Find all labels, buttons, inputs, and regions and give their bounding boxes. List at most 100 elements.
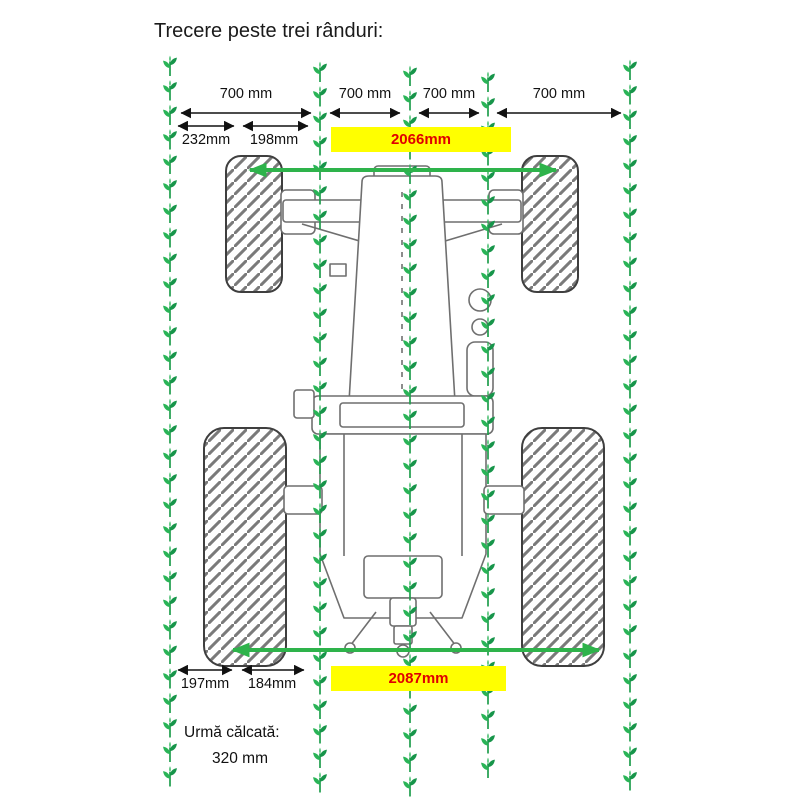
crop-plant-icon: [622, 181, 638, 204]
dimension-arrows: [177, 107, 622, 676]
rear-wheel-right: [521, 427, 605, 667]
crop-plant-icon: [622, 205, 638, 228]
front-offset-right-label: 198mm: [249, 132, 299, 148]
crop-plant-icon: [312, 60, 328, 83]
front-track-width-badge: 2066mm: [331, 127, 511, 152]
crop-plant-icon: [402, 775, 418, 798]
tractor-top-view: [203, 155, 605, 667]
crop-plant-icon: [162, 520, 178, 543]
crop-plant-icon: [622, 622, 638, 645]
crop-plant-icon: [402, 750, 418, 773]
crop-plant-icon: [162, 177, 178, 200]
crop-plant-icon: [312, 722, 328, 745]
rear-offset-left-label: 197mm: [180, 676, 230, 692]
crop-plant-icon: [622, 573, 638, 596]
rear-axle-right: [483, 485, 525, 515]
crop-plant-icon: [312, 624, 328, 647]
crop-plant-icon: [312, 771, 328, 794]
crop-plant-icon: [162, 495, 178, 518]
crop-plant-icon: [480, 707, 496, 730]
row-gap-label-3: 700 mm: [422, 86, 476, 102]
crop-plant-icon: [162, 275, 178, 298]
crop-plant-icon: [162, 373, 178, 396]
crop-plant-icon: [480, 609, 496, 632]
crop-plant-icon: [312, 281, 328, 304]
crop-plant-icon: [622, 426, 638, 449]
crop-plant-icon: [622, 548, 638, 571]
crop-plant-icon: [622, 156, 638, 179]
rear-offset-right-label: 184mm: [247, 676, 297, 692]
crop-plant-icon: [162, 250, 178, 273]
crop-plant-icon: [622, 230, 638, 253]
crop-plant-icon: [162, 691, 178, 714]
crop-plant-icon: [622, 499, 638, 522]
crop-plant-icon: [622, 83, 638, 106]
crop-plant-icon: [162, 324, 178, 347]
front-wheel-left: [225, 155, 283, 293]
crop-plant-icon: [162, 446, 178, 469]
row-gap-label-2: 700 mm: [338, 86, 392, 102]
crop-plant-icon: [480, 634, 496, 657]
crop-plant-icon: [622, 132, 638, 155]
crop-plant-icon: [312, 575, 328, 598]
crop-plant-icon: [622, 328, 638, 351]
crop-plant-icon: [622, 401, 638, 424]
crop-plant-icon: [312, 256, 328, 279]
crop-plant-icon: [312, 232, 328, 255]
crop-plant-icon: [162, 299, 178, 322]
crop-plant-icon: [312, 109, 328, 132]
rear-wheel-left: [203, 427, 287, 667]
crop-plant-icon: [622, 377, 638, 400]
crop-plant-icon: [622, 720, 638, 743]
crop-plant-icon: [312, 330, 328, 353]
crop-plant-icon: [162, 642, 178, 665]
crop-plant-icon: [622, 695, 638, 718]
crop-plant-icon: [402, 726, 418, 749]
crop-plant-icon: [622, 254, 638, 277]
crop-plant-icon: [162, 740, 178, 763]
crop-plant-icon: [312, 648, 328, 671]
step-box: [293, 389, 315, 419]
crop-plant-icon: [162, 569, 178, 592]
crop-plant-icon: [312, 697, 328, 720]
rear-axle-left: [283, 485, 323, 515]
crop-plant-icon: [312, 746, 328, 769]
crop-plant-icon: [312, 599, 328, 622]
crop-plant-icon: [480, 560, 496, 583]
crop-plant-icon: [162, 544, 178, 567]
rear-track-width-badge: 2087mm: [331, 666, 506, 691]
crop-plant-icon: [622, 646, 638, 669]
front-wheel-right: [521, 155, 579, 293]
crop-plant-icon: [402, 701, 418, 724]
crop-plant-icon: [162, 226, 178, 249]
crop-plant-icon: [480, 756, 496, 779]
crop-plant-icon: [480, 266, 496, 289]
crop-plant-icon: [622, 524, 638, 547]
crop-plant-icon: [622, 671, 638, 694]
crop-plant-icon: [162, 348, 178, 371]
crop-plant-icon: [162, 422, 178, 445]
crop-plant-icon: [312, 134, 328, 157]
crop-plant-icon: [622, 352, 638, 375]
crop-plant-icon: [480, 732, 496, 755]
left-mirror: [329, 263, 347, 277]
track-note-line2: 320 mm: [212, 750, 268, 767]
crop-plant-icon: [162, 103, 178, 126]
crop-plant-icon: [162, 79, 178, 102]
cab-roof: [339, 402, 465, 428]
crop-plant-icon: [622, 744, 638, 767]
crop-plant-icon: [622, 279, 638, 302]
crop-plant-icon: [312, 673, 328, 696]
crop-plant-icon: [162, 765, 178, 788]
tractor-wheels: [203, 155, 605, 667]
crop-plant-icon: [162, 618, 178, 641]
crop-plant-icon: [162, 593, 178, 616]
crop-plant-icon: [622, 475, 638, 498]
front-offset-left-label: 232mm: [181, 132, 231, 148]
crop-plant-icon: [480, 168, 496, 191]
track-note-line1: Urmă călcată:: [184, 724, 280, 741]
crop-plant-icon: [622, 303, 638, 326]
crop-plant-icon: [480, 242, 496, 265]
crop-plant-icon: [312, 305, 328, 328]
